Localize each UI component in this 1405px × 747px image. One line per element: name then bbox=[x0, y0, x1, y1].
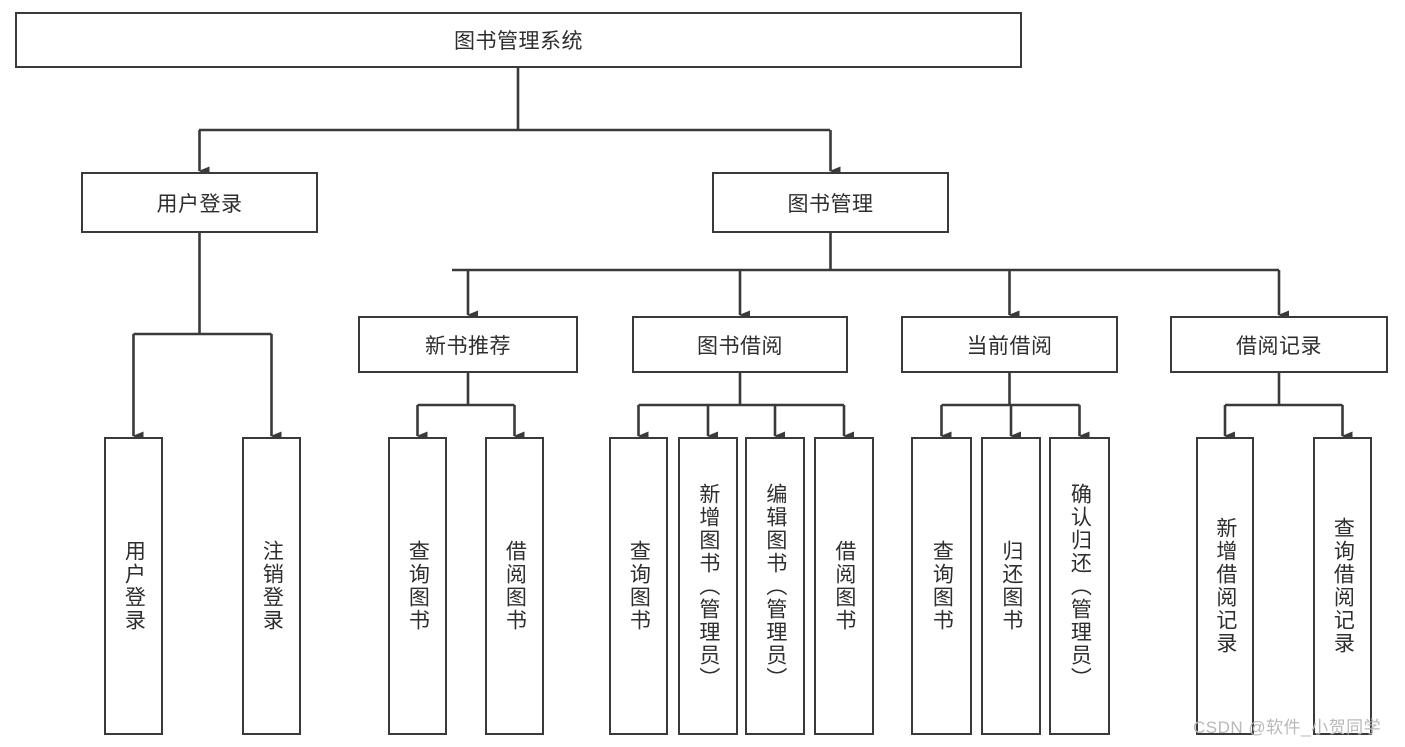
node-borrow-record[interactable]: 借阅记录 bbox=[1170, 316, 1388, 373]
node-label: 新书推荐 bbox=[425, 334, 511, 358]
node-label: 当前借阅 bbox=[966, 334, 1053, 358]
node-leaf-query-book-bb[interactable]: 查询图书 bbox=[609, 437, 668, 735]
node-book-borrow[interactable]: 图书借阅 bbox=[632, 316, 848, 373]
node-leaf-borrow-book-rec[interactable]: 借阅图书 bbox=[485, 437, 544, 735]
node-label: 借阅图书 bbox=[503, 540, 527, 632]
node-leaf-return-book[interactable]: 归还图书 bbox=[981, 437, 1041, 735]
node-label: 图书管理系统 bbox=[454, 30, 583, 53]
node-leaf-add-record[interactable]: 新增借阅记录 bbox=[1196, 437, 1254, 735]
node-label: 查询图书 bbox=[930, 540, 954, 632]
node-label: 注销登录 bbox=[260, 540, 284, 632]
node-label: 查询图书 bbox=[627, 540, 651, 632]
node-leaf-user-login[interactable]: 用户登录 bbox=[104, 437, 163, 735]
node-label: 借阅记录 bbox=[1236, 334, 1322, 358]
node-leaf-logout[interactable]: 注销登录 bbox=[242, 437, 301, 735]
node-label: 确认归还（管理员） bbox=[1068, 482, 1092, 690]
csdn-watermark: CSDN @软件_小贺同学 bbox=[1193, 718, 1382, 737]
node-label: 用户登录 bbox=[156, 192, 243, 216]
node-leaf-query-book-rec[interactable]: 查询图书 bbox=[388, 437, 447, 735]
node-label: 图书借阅 bbox=[697, 334, 783, 358]
node-new-book-recommend[interactable]: 新书推荐 bbox=[358, 316, 578, 373]
node-user-login[interactable]: 用户登录 bbox=[81, 172, 318, 233]
node-current-borrow[interactable]: 当前借阅 bbox=[901, 316, 1118, 373]
node-label: 用户登录 bbox=[122, 540, 146, 632]
node-leaf-query-book-cb[interactable]: 查询图书 bbox=[911, 437, 972, 735]
node-leaf-query-record[interactable]: 查询借阅记录 bbox=[1313, 437, 1372, 735]
node-leaf-add-book[interactable]: 新增图书（管理员） bbox=[678, 437, 738, 735]
node-leaf-confirm-return[interactable]: 确认归还（管理员） bbox=[1049, 437, 1110, 735]
node-leaf-edit-book[interactable]: 编辑图书（管理员） bbox=[745, 437, 805, 735]
node-leaf-borrow-book-bb[interactable]: 借阅图书 bbox=[814, 437, 874, 735]
node-label: 查询借阅记录 bbox=[1331, 517, 1355, 655]
node-label: 新增借阅记录 bbox=[1213, 517, 1237, 655]
node-label: 归还图书 bbox=[999, 540, 1023, 632]
node-label: 图书管理 bbox=[787, 192, 874, 216]
node-book-manage[interactable]: 图书管理 bbox=[712, 172, 949, 233]
node-label: 查询图书 bbox=[406, 540, 430, 632]
node-root-root[interactable]: 图书管理系统 bbox=[15, 12, 1022, 68]
node-label: 新增图书（管理员） bbox=[696, 482, 720, 690]
node-label: 借阅图书 bbox=[832, 540, 856, 632]
node-label: 编辑图书（管理员） bbox=[763, 482, 787, 690]
